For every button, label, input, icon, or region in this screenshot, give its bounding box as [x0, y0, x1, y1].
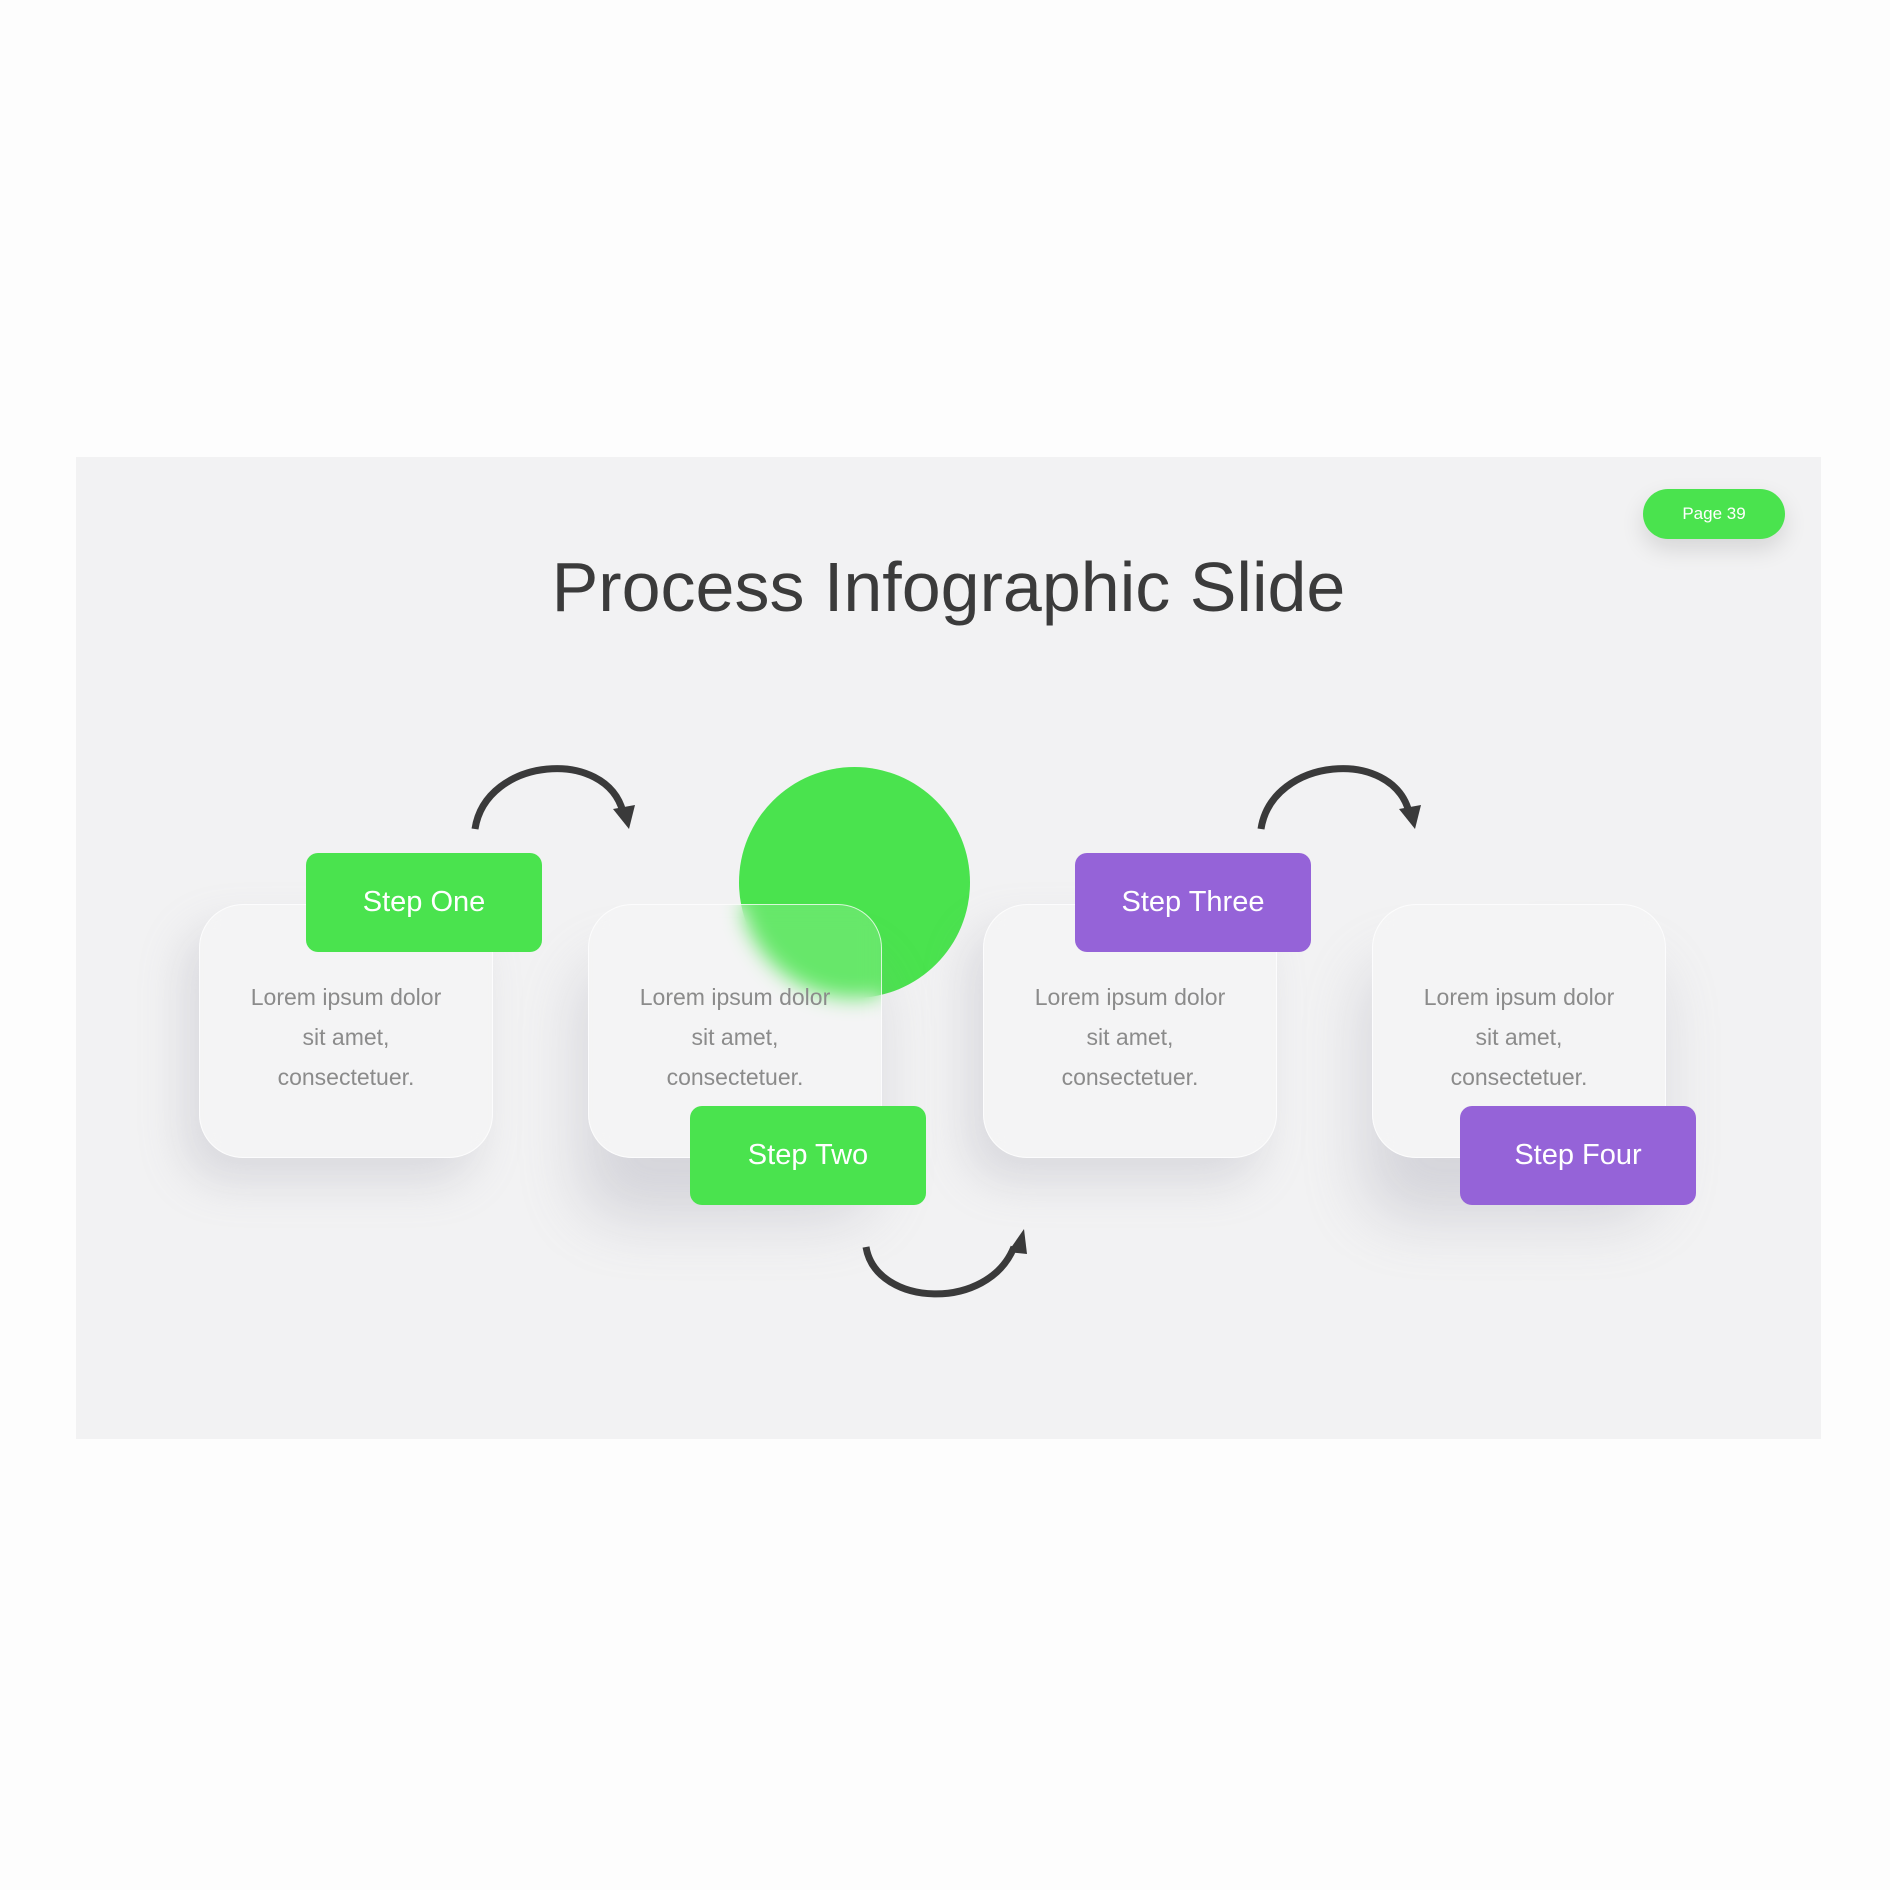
step-three-description: Lorem ipsum dolor sit amet, consectetuer… [1034, 984, 1226, 1090]
curved-arrow-icon [471, 765, 627, 830]
curved-arrow-icon [1008, 1229, 1027, 1254]
step-two-label: Step Two [690, 1106, 926, 1205]
step-three-label: Step Three [1075, 853, 1311, 952]
slide: Page 39 Process Infographic Slide Lorem … [76, 457, 1821, 1439]
step-four-label: Step Four [1460, 1106, 1696, 1205]
page-number-badge: Page 39 [1643, 489, 1785, 539]
step-one-description: Lorem ipsum dolor sit amet, consectetuer… [250, 984, 442, 1090]
step-four-description: Lorem ipsum dolor sit amet, consectetuer… [1423, 984, 1615, 1090]
curved-arrow-icon [1257, 765, 1413, 830]
step-two-description: Lorem ipsum dolor sit amet, consectetuer… [639, 984, 831, 1090]
curved-arrow-icon [862, 1245, 1018, 1298]
slide-title: Process Infographic Slide [551, 548, 1346, 626]
curved-arrow-icon [1399, 805, 1421, 829]
step-one-label: Step One [306, 853, 542, 952]
curved-arrow-icon [613, 805, 635, 829]
